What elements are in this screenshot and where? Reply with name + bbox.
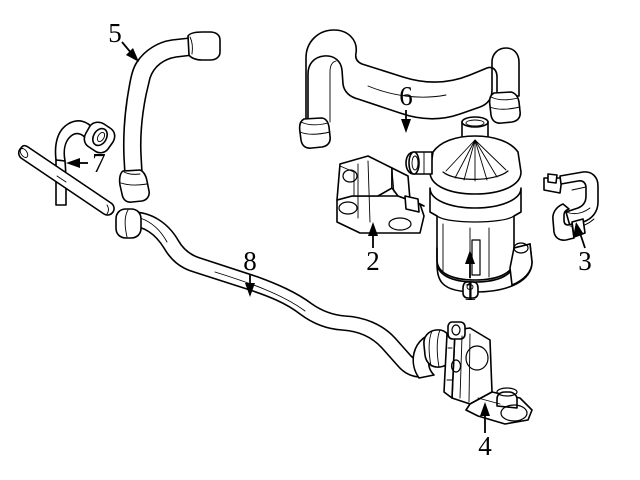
callout-4-label: 4: [478, 431, 492, 461]
callout-3-label: 3: [578, 246, 592, 276]
callout-5: 5: [108, 18, 139, 62]
callout-6-arrowhead: [401, 119, 411, 133]
callout-7: 7: [66, 148, 106, 178]
callout-2: 2: [366, 222, 380, 276]
callout-7-arrowhead: [66, 158, 80, 168]
callout-8-arrowhead: [245, 283, 255, 297]
part-3-retaining-clamp[interactable]: [543, 171, 599, 241]
callout-8-label: 8: [243, 246, 257, 276]
callout-4-arrowhead: [480, 402, 490, 416]
callout-5-label: 5: [108, 18, 122, 48]
callout-1: 1: [463, 250, 477, 306]
callout-6: 6: [399, 81, 413, 133]
callout-4: 4: [478, 402, 492, 461]
callout-1-arrowhead: [465, 250, 475, 264]
callout-2-label: 2: [366, 246, 380, 276]
part-7-branch-hose[interactable]: [17, 120, 116, 216]
part-5-elbow-hose[interactable]: [118, 31, 221, 203]
part-2-mounting-bracket[interactable]: [336, 155, 425, 234]
part-6-sbend-hose[interactable]: [298, 29, 521, 149]
callout-8: 8: [243, 246, 257, 297]
callout-3: 3: [573, 222, 592, 276]
callout-1-label: 1: [463, 276, 477, 306]
callout-6-label: 6: [399, 81, 413, 111]
callout-3-arrowhead: [573, 222, 583, 237]
callout-2-arrowhead: [368, 222, 378, 236]
part-1-water-pump[interactable]: [405, 116, 533, 299]
callout-7-label: 7: [92, 148, 106, 178]
callout-5-arrowhead: [126, 48, 139, 62]
